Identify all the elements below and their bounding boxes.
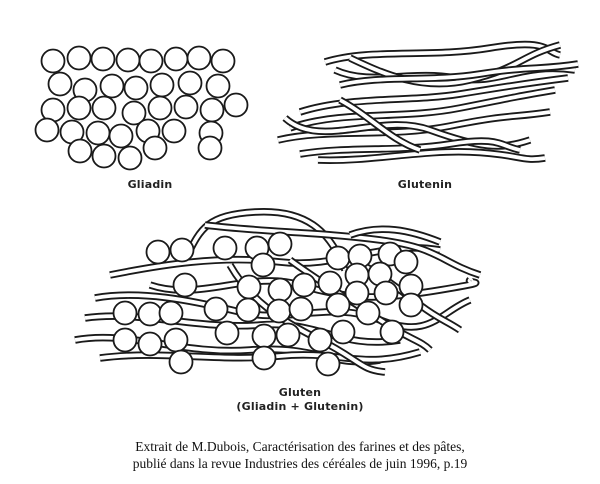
- gliadin-sphere: [137, 301, 163, 327]
- glutenin-label: Glutenin: [397, 178, 453, 191]
- gliadin-sphere: [163, 46, 189, 72]
- gliadin-sphere: [108, 123, 134, 149]
- gliadin-sphere: [163, 327, 189, 353]
- gliadin-sphere: [317, 270, 343, 296]
- glutenin-strand: [339, 60, 579, 89]
- gliadin-sphere: [373, 280, 399, 306]
- gliadin-sphere: [307, 327, 333, 353]
- gliadin-sphere: [91, 143, 117, 169]
- gliadin-sphere: [117, 145, 143, 171]
- gliadin-sphere: [212, 235, 238, 261]
- gliadin-sphere: [121, 100, 147, 126]
- gliadin-sphere: [398, 292, 424, 318]
- gliadin-sphere: [236, 274, 262, 300]
- gliadin-sphere: [267, 277, 293, 303]
- gliadin-sphere: [138, 48, 164, 74]
- glutenin-strand: [348, 41, 561, 88]
- gliadin-sphere: [379, 319, 405, 345]
- glutenin-strands: [277, 40, 579, 164]
- gliadin-sphere: [158, 300, 184, 326]
- gliadin-spheres: [34, 45, 249, 171]
- gliadin-sphere: [161, 118, 187, 144]
- gliadin-sphere: [267, 231, 293, 257]
- gliadin-sphere: [393, 249, 419, 275]
- gliadin-sphere: [315, 351, 341, 377]
- gliadin-sphere: [145, 239, 171, 265]
- gliadin-sphere: [99, 73, 125, 99]
- gluten-label-block: Gluten (Gliadin + Glutenin): [190, 386, 410, 414]
- gluten-strand: [348, 225, 442, 246]
- gliadin-sphere: [203, 296, 229, 322]
- gliadin-sphere: [137, 331, 163, 357]
- gluten-strand: [181, 207, 349, 272]
- gliadin-sphere: [169, 237, 195, 263]
- gliadin-sphere: [223, 92, 249, 118]
- gliadin-sphere: [355, 300, 381, 326]
- gluten-network: [74, 207, 482, 377]
- gliadin-sphere: [112, 327, 138, 353]
- glutenin-strand: [288, 86, 556, 132]
- gliadin-sphere: [205, 73, 231, 99]
- gliadin-sphere: [177, 70, 203, 96]
- gliadin-sphere: [235, 297, 261, 323]
- gliadin-sphere: [344, 280, 370, 306]
- gliadin-sphere: [142, 135, 168, 161]
- figure-caption: Extrait de M.Dubois, Caractérisation des…: [20, 438, 580, 472]
- gliadin-sphere: [168, 349, 194, 375]
- gliadin-sphere: [112, 300, 138, 326]
- gliadin-sphere: [330, 319, 356, 345]
- gliadin-sphere: [90, 46, 116, 72]
- gliadin-sphere: [149, 72, 175, 98]
- caption-line-2: publié dans la revue Industries des céré…: [132, 456, 468, 471]
- gliadin-sphere: [47, 71, 73, 97]
- gliadin-sphere: [291, 272, 317, 298]
- glutenin-strand: [338, 96, 422, 154]
- gluten-strand: [204, 221, 482, 279]
- gliadin-sphere: [275, 322, 301, 348]
- gliadin-sphere: [67, 138, 93, 164]
- gliadin-sphere: [66, 45, 92, 71]
- gluten-sublabel: (Gliadin + Glutenin): [236, 400, 364, 413]
- gliadin-sphere: [250, 252, 276, 278]
- gliadin-sphere: [34, 117, 60, 143]
- gliadin-sphere: [172, 272, 198, 298]
- gliadin-sphere: [325, 292, 351, 318]
- gliadin-label: Gliadin: [127, 178, 173, 191]
- glutenin-strand: [299, 137, 521, 158]
- gliadin-sphere: [40, 48, 66, 74]
- gluten-label: Gluten: [278, 386, 322, 399]
- gliadin-sphere: [199, 97, 225, 123]
- gliadin-sphere: [123, 75, 149, 101]
- gliadin-sphere: [197, 135, 223, 161]
- gliadin-sphere: [173, 94, 199, 120]
- glutenin-strand: [317, 148, 546, 164]
- gliadin-sphere: [85, 120, 111, 146]
- gliadin-sphere: [266, 298, 292, 324]
- gliadin-sphere: [288, 296, 314, 322]
- gliadin-sphere: [91, 95, 117, 121]
- gliadin-sphere: [186, 45, 212, 71]
- gliadin-sphere: [251, 345, 277, 371]
- gliadin-sphere: [66, 95, 92, 121]
- gliadin-sphere: [115, 47, 141, 73]
- caption-line-1: Extrait de M.Dubois, Caractérisation des…: [135, 439, 465, 454]
- gliadin-sphere: [210, 48, 236, 74]
- gliadin-sphere: [251, 323, 277, 349]
- gliadin-sphere: [214, 320, 240, 346]
- gliadin-sphere: [325, 245, 351, 271]
- gliadin-sphere: [147, 95, 173, 121]
